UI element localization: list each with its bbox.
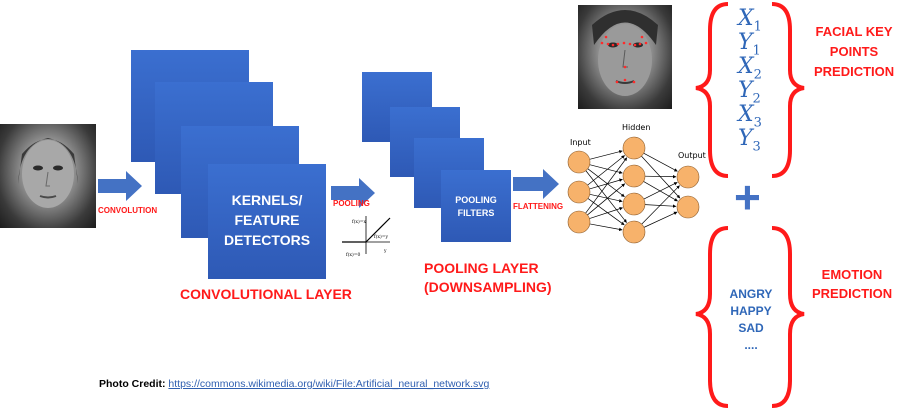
keypoint-sub: 2 — [752, 91, 761, 107]
pooling-filters-line-1: POOLING — [455, 195, 497, 205]
network-edge — [641, 155, 681, 199]
hidden-node — [622, 136, 646, 160]
network-edge — [641, 185, 680, 225]
emotion-line-2: PREDICTION — [812, 286, 893, 301]
network-edge — [587, 155, 625, 186]
flattening-arrow — [513, 169, 559, 199]
keypoint-var: Y — [738, 78, 753, 103]
output-layer-label: Output — [678, 151, 706, 160]
plus-sign: + — [734, 171, 761, 223]
photo-credit: Photo Credit: https://commons.wikimedia.… — [99, 378, 489, 390]
network-edge — [585, 170, 627, 223]
facial-keypoints-label: FACIAL KEY POINTS PREDICTION — [814, 22, 894, 82]
hidden-node — [622, 164, 646, 188]
input-layer-label: Input — [570, 138, 591, 147]
neural-network-diagram: Input Hidden Output — [567, 123, 706, 244]
relu-y-axis: y — [383, 249, 387, 254]
keypoint-sub: 1 — [752, 43, 761, 59]
emotion-line-1: EMOTION — [821, 267, 883, 282]
hidden-node — [622, 220, 646, 244]
emotion-item: .... — [744, 338, 758, 352]
pooling-filters-label: POOLING FILTERS — [441, 194, 511, 220]
convolution-label: CONVOLUTION — [98, 206, 158, 215]
keypoints-brace — [695, 2, 805, 178]
pooling-layer-line-2: (DOWNSAMPLING) — [424, 279, 552, 295]
pooling-arrow-label: POOLING — [333, 199, 370, 208]
flattening-label: FLATTENING — [513, 202, 564, 211]
convolutional-layer-label: CONVOLUTIONAL LAYER — [180, 286, 352, 302]
pooling-arrow — [331, 178, 375, 208]
output-node — [676, 165, 700, 189]
network-edge — [589, 178, 623, 190]
network-edge — [643, 211, 678, 228]
keypoint-item: Y2 — [738, 78, 761, 106]
pooling-layer-line-1: POOLING LAYER — [424, 260, 539, 276]
keypoint-face-sketch — [592, 10, 658, 96]
relu-fx-0: f(x)=0 — [346, 251, 360, 258]
relu-activation-graph: f(x)=x f(x)=0 f(x)=y y — [342, 216, 391, 258]
network-edge — [589, 150, 623, 160]
keypoint-sub: 3 — [752, 139, 761, 155]
keypoint-item: X2 — [738, 54, 762, 82]
pool-feature-map-4 — [441, 170, 511, 242]
hidden-layer-label: Hidden — [622, 123, 650, 132]
network-edge — [587, 198, 625, 226]
keypoint-var: Y — [738, 126, 753, 151]
face-sketch — [18, 138, 78, 208]
input-face-image — [0, 124, 96, 228]
network-edge — [644, 174, 677, 179]
emotion-brace — [695, 226, 805, 408]
keypoint-item: X1 — [738, 6, 762, 34]
keypoint-item: X3 — [738, 102, 762, 130]
kernels-line-1: KERNELS/ — [231, 192, 303, 208]
network-edge — [589, 194, 623, 203]
network-edge — [643, 182, 678, 200]
relu-fx-y: f(x)=y — [374, 233, 388, 240]
keypoint-var: Y — [738, 30, 753, 55]
kernels-line-3: DETECTORS — [223, 232, 311, 248]
keypoint-var: X — [738, 54, 754, 79]
hidden-node — [622, 192, 646, 216]
convolution-arrow — [98, 171, 142, 201]
network-edge — [589, 223, 623, 232]
keypoint-item: Y3 — [738, 126, 761, 154]
relu-fx-x: f(x)=x — [352, 218, 366, 225]
emotion-item: HAPPY — [730, 304, 772, 318]
facial-key-line-2: POINTS — [829, 44, 879, 59]
keypoint-item: Y1 — [738, 30, 761, 58]
network-edge — [587, 183, 626, 216]
input-node — [567, 210, 591, 234]
keypoint-var: X — [738, 6, 754, 31]
network-edge — [643, 152, 678, 172]
photo-credit-link[interactable]: https://commons.wikimedia.org/wiki/File:… — [168, 378, 490, 390]
emotion-item: ANGRY — [729, 287, 773, 301]
network-edge — [643, 181, 678, 202]
network-edge — [585, 157, 628, 214]
kernels-label: KERNELS/ FEATURE DETECTORS — [208, 190, 326, 250]
facial-key-line-1: FACIAL KEY — [815, 24, 893, 39]
keypoint-var: X — [738, 102, 754, 127]
keypoint-sub: 3 — [753, 115, 762, 131]
output-node — [676, 195, 700, 219]
facial-key-line-3: PREDICTION — [814, 64, 895, 79]
input-node — [567, 150, 591, 174]
network-edge — [587, 168, 625, 197]
emotion-prediction-label: EMOTION PREDICTION — [812, 265, 892, 303]
conv-feature-map-4 — [208, 164, 326, 279]
facial-keypoints-face-image — [578, 5, 672, 109]
network-edge — [589, 164, 623, 174]
pooling-layer-label: POOLING LAYER (DOWNSAMPLING) — [424, 259, 552, 297]
photo-credit-prefix: Photo Credit: — [99, 378, 166, 390]
kernels-line-2: FEATURE — [234, 212, 300, 228]
emotion-item: SAD — [738, 321, 764, 335]
network-edge — [589, 207, 623, 219]
keypoint-sub: 1 — [753, 19, 762, 35]
keypoint-sub: 2 — [753, 67, 762, 83]
pooling-filters-line-2: FILTERS — [457, 208, 495, 218]
input-node — [567, 180, 591, 204]
